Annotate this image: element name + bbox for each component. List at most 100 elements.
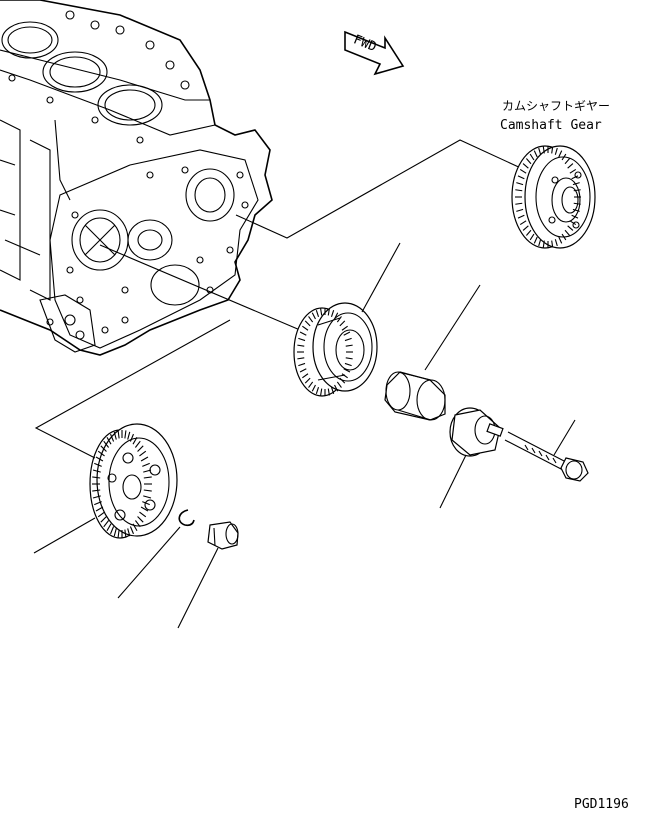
gear-tooth [519, 220, 527, 226]
gear-tooth [139, 511, 147, 518]
gear-tooth [344, 337, 352, 342]
gear-tooth [298, 337, 306, 342]
gear-tooth [554, 147, 558, 155]
gear-tooth [113, 528, 117, 537]
gear-tooth [137, 516, 144, 523]
gear-tooth [100, 445, 107, 452]
gear-tooth [569, 220, 577, 226]
gear-tooth [569, 168, 577, 174]
gear-tooth [308, 381, 314, 388]
gear-tooth [516, 208, 524, 212]
gear-tooth [330, 387, 335, 395]
leader-nut [177, 547, 219, 629]
gear-tooth [297, 344, 305, 347]
gear-tooth [519, 168, 527, 174]
leader-camshaft-gear [235, 139, 537, 239]
gear-tooth [533, 236, 538, 244]
gear-tooth [529, 153, 535, 161]
gear-tooth [551, 146, 554, 154]
gear-tooth [298, 362, 306, 367]
gear-tooth [341, 373, 348, 379]
gear-tooth [139, 450, 147, 457]
gear-tooth [320, 388, 323, 396]
gear-tooth [515, 202, 523, 205]
gear-tooth [106, 523, 112, 532]
gear-tooth [106, 436, 112, 445]
gear-tooth [140, 456, 149, 462]
gear-tooth [343, 368, 351, 373]
gear-tooth [97, 511, 105, 518]
gear-tooth [533, 150, 538, 158]
gear-tooth [572, 182, 580, 186]
gear-tooth [140, 506, 149, 512]
fwd-label: FWD [351, 32, 379, 55]
gear-tooth [542, 146, 545, 154]
snap-ring [178, 509, 195, 527]
gear-tooth [311, 312, 316, 320]
gear-tooth [308, 316, 314, 323]
gear-tooth [142, 462, 150, 467]
camshaft-gear-label-jp: カムシャフトギヤー [502, 99, 610, 113]
gear-tooth [142, 501, 150, 506]
bushing [384, 371, 446, 421]
gear-tooth [304, 320, 311, 327]
gear-tooth [95, 456, 104, 462]
gear-tooth [143, 495, 152, 499]
gear-tooth [564, 158, 571, 165]
nut [207, 521, 239, 550]
gear-tooth [315, 309, 320, 317]
gear-tooth [515, 189, 523, 192]
fwd-arrow: FWD [344, 30, 405, 76]
gear-tooth [538, 147, 542, 155]
center-gear [99, 244, 378, 397]
leader-crank-gear-label [33, 517, 96, 554]
gear-tooth [311, 384, 316, 392]
gear-tooth [517, 175, 525, 180]
leader-crank-gear [34, 319, 231, 459]
idler-shaft [449, 407, 504, 457]
gear-tooth [343, 331, 351, 336]
gear-tooth [100, 516, 107, 523]
gear-tooth [315, 387, 320, 395]
gear-tooth [134, 440, 141, 448]
gear-tooth [558, 236, 563, 244]
gear-tooth [345, 357, 353, 360]
crank-gear [89, 423, 178, 539]
gear-tooth [92, 489, 101, 492]
gear-tooth [344, 362, 352, 367]
leader-bolt [553, 419, 576, 456]
gear-tooth [522, 163, 529, 169]
gear-tooth [525, 158, 532, 165]
gear-tooth [299, 368, 307, 373]
gear-tooth [110, 526, 115, 535]
gear-tooth [327, 308, 330, 316]
gear-tooth [341, 325, 348, 331]
gear-tooth [117, 529, 120, 538]
gear-tooth [525, 229, 532, 236]
gear-tooth [334, 384, 339, 392]
camshaft-gear [511, 145, 596, 249]
gear-tooth [124, 529, 127, 538]
gear-tooth [567, 225, 574, 231]
gear-tooth [143, 489, 152, 492]
leader-snap-ring [117, 526, 181, 599]
gear-tooth [103, 440, 110, 448]
gear-tooth [522, 225, 529, 231]
gear-tooth [542, 240, 545, 248]
bolt [504, 431, 589, 482]
gear-tooth [127, 528, 131, 537]
gear-tooth [92, 476, 101, 479]
gear-tooth [129, 526, 134, 535]
gear-tooth [113, 431, 117, 440]
gear-tooth [517, 214, 525, 219]
gear-tooth [117, 430, 120, 439]
gear-tooth [336, 381, 342, 388]
gear-tooth [339, 320, 346, 327]
gear-tooth [297, 357, 305, 360]
gear-tooth [302, 325, 309, 331]
gear-tooth [94, 501, 102, 506]
gear-tooth [299, 331, 307, 336]
leader-idler-shaft [439, 454, 467, 509]
gear-tooth [320, 308, 323, 316]
